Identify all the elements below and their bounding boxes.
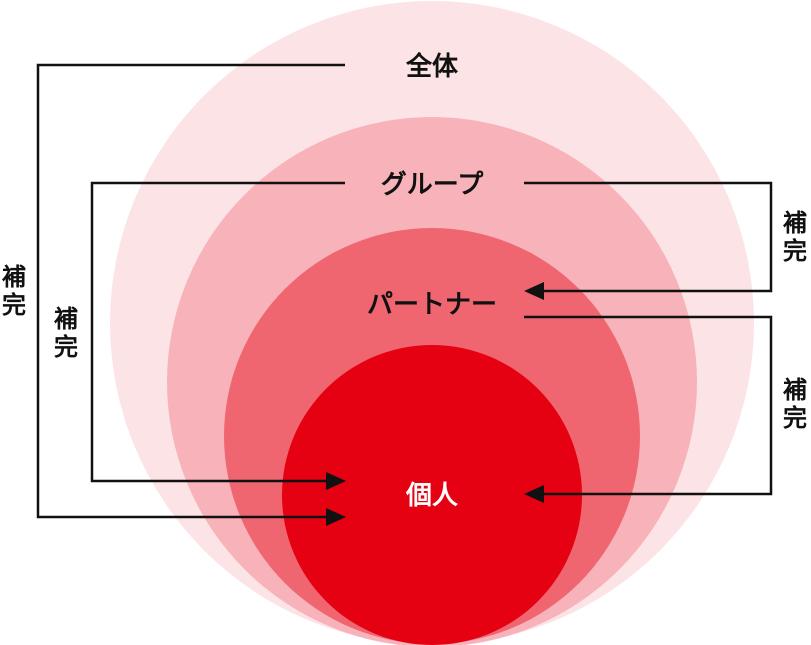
circle-individual [282,345,582,645]
complement-label-partner-1: 補 [782,209,807,237]
connector-group-to-individual [90,181,345,483]
complement-label-individual-1: 補 [782,376,807,404]
arrow-right-icon [326,472,346,490]
label-partner: パートナー [367,290,497,320]
arrow-left-icon [524,485,544,503]
complement-label-individual-2: 完 [783,404,807,432]
complement-label-whole-1: 補 [1,263,26,291]
label-individual: 個人 [405,481,458,511]
label-group: グループ [381,170,484,200]
arrow-left-icon [524,282,544,300]
complement-label-group-2: 完 [54,333,78,361]
connector-whole-to-individual [36,63,345,519]
connector-group-to-partner [524,181,773,293]
complement-label-whole-2: 完 [2,291,26,319]
arrow-right-icon [326,508,346,526]
label-whole: 全体 [405,51,459,82]
complement-label-group-1: 補 [53,305,78,333]
connector-partner-to-individual [524,315,773,496]
complement-label-partner-2: 完 [783,237,807,265]
